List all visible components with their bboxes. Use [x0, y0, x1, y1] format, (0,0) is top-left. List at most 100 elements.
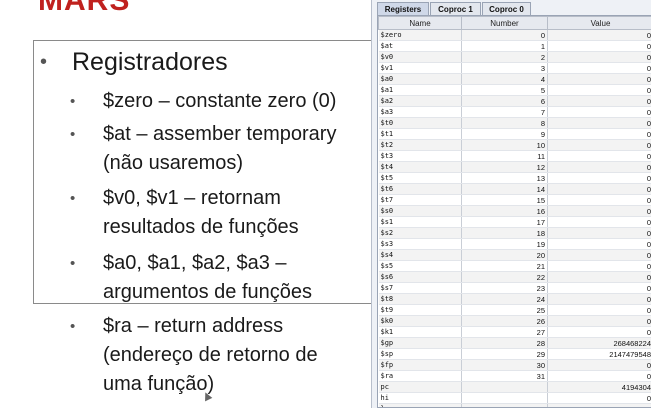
register-val-cell[interactable]: 0 [547, 161, 651, 173]
register-val-cell[interactable]: 2147479548 [547, 348, 651, 360]
register-val-cell[interactable]: 0 [547, 315, 651, 327]
tab-coproc1[interactable]: Coproc 1 [430, 2, 481, 15]
bullet-text: Registradores [72, 48, 228, 76]
register-num-cell: 18 [461, 227, 548, 239]
register-name-cell: $at [378, 40, 462, 52]
column-header-value[interactable]: Value [547, 16, 651, 30]
register-val-cell[interactable]: 0 [547, 117, 651, 129]
register-name-cell: $s3 [378, 238, 462, 250]
sub-bullet-v: • $v0, $v1 – retornam resultados de funç… [70, 184, 370, 242]
column-header-name[interactable]: Name [378, 16, 462, 30]
register-num-cell: 19 [461, 238, 548, 250]
register-val-cell[interactable]: 0 [547, 260, 651, 272]
register-val-cell[interactable]: 0 [547, 271, 651, 283]
register-num-cell: 3 [461, 62, 548, 74]
register-val-cell[interactable]: 0 [547, 392, 651, 404]
register-val-cell[interactable]: 0 [547, 95, 651, 107]
bullet-dot-icon: • [70, 255, 76, 272]
register-val-cell[interactable]: 0 [547, 29, 651, 41]
register-val-cell[interactable]: 0 [547, 73, 651, 85]
register-val-cell[interactable]: 0 [547, 172, 651, 184]
register-val-cell[interactable]: 268468224 [547, 337, 651, 349]
table-row[interactable]: lo 0 [378, 403, 651, 407]
register-val-cell[interactable]: 0 [547, 282, 651, 294]
register-val-cell[interactable]: 0 [547, 51, 651, 63]
sub-bullet-a: • $a0, $a1, $a2, $a3 – argumentos de fun… [70, 249, 370, 307]
register-name-cell: $a0 [378, 73, 462, 85]
bullet-dot-icon: • [40, 51, 48, 73]
register-name-cell: $t6 [378, 183, 462, 195]
register-val-cell[interactable]: 0 [547, 293, 651, 305]
register-val-cell[interactable]: 0 [547, 227, 651, 239]
sub-bullet-line: resultados de funções [103, 216, 299, 238]
register-name-cell: $t0 [378, 117, 462, 129]
register-num-cell: 14 [461, 183, 548, 195]
register-num-cell: 28 [461, 337, 548, 349]
register-val-cell[interactable]: 0 [547, 304, 651, 316]
register-val-cell[interactable]: 0 [547, 62, 651, 74]
register-num-cell: 30 [461, 359, 548, 371]
register-val-cell[interactable]: 0 [547, 238, 651, 250]
register-val-cell[interactable]: 0 [547, 194, 651, 206]
register-val-cell[interactable]: 0 [547, 326, 651, 338]
register-val-cell[interactable]: 0 [547, 84, 651, 96]
register-val-cell[interactable]: 0 [547, 40, 651, 52]
column-header-number[interactable]: Number [461, 16, 548, 30]
register-val-cell[interactable]: 0 [547, 150, 651, 162]
register-name-cell: $a2 [378, 95, 462, 107]
register-num-cell: 6 [461, 95, 548, 107]
register-val-cell[interactable]: 0 [547, 128, 651, 140]
register-val-cell[interactable]: 4194304 [547, 381, 651, 393]
tab-registers[interactable]: Registers [377, 2, 429, 15]
register-val-cell[interactable]: 0 [547, 205, 651, 217]
register-val-cell[interactable]: 0 [547, 370, 651, 382]
register-name-cell: $t7 [378, 194, 462, 206]
tab-coproc0[interactable]: Coproc 0 [482, 2, 531, 15]
register-val-cell[interactable]: 0 [547, 359, 651, 371]
register-name-cell: lo [378, 403, 462, 407]
register-name-cell: $t1 [378, 128, 462, 140]
register-val-cell[interactable]: 0 [547, 139, 651, 151]
register-val-cell[interactable]: 0 [547, 183, 651, 195]
register-val-cell[interactable]: 0 [547, 403, 651, 407]
register-val-cell[interactable]: 0 [547, 106, 651, 118]
register-val-cell[interactable]: 0 [547, 249, 651, 261]
register-val-cell[interactable]: 0 [547, 216, 651, 228]
